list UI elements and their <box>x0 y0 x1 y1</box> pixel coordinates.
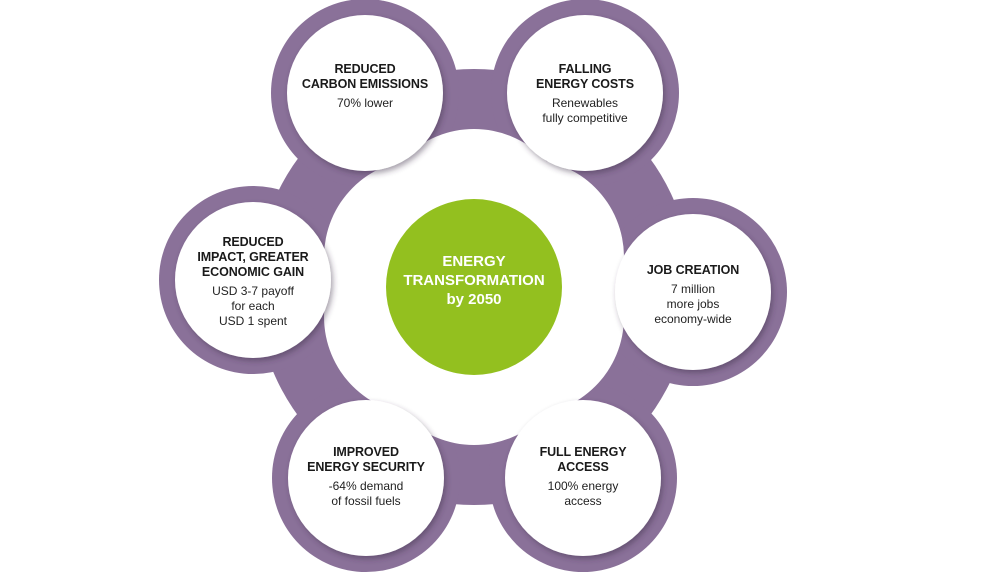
node-description: 70% lower <box>336 96 394 110</box>
node-circle-job-creation <box>615 214 771 370</box>
node-circle-reduced-impact-greater-economic-gain <box>175 202 331 358</box>
node-description: 7 million more jobs economy-wide <box>654 282 732 326</box>
node-falling-energy-costs: FALLING ENERGY COSTS Renewables fully co… <box>510 62 660 126</box>
node-improved-energy-security: IMPROVED ENERGY SECURITY -64% demand of … <box>291 445 441 509</box>
node-reduced-impact-greater-economic-gain: REDUCED IMPACT, GREATER ECONOMIC GAIN US… <box>178 235 328 329</box>
node-description: -64% demand of fossil fuels <box>328 479 404 508</box>
node-reduced-carbon-emissions: REDUCED CARBON EMISSIONS 70% lower <box>290 62 440 111</box>
node-description: USD 3-7 payoff for each USD 1 spent <box>212 284 294 328</box>
node-title: FALLING ENERGY COSTS <box>536 62 634 91</box>
node-title: REDUCED IMPACT, GREATER ECONOMIC GAIN <box>197 235 309 279</box>
node-circle-improved-energy-security <box>288 400 444 556</box>
node-full-energy-access: FULL ENERGY ACCESS 100% energy access <box>508 445 658 509</box>
node-circle-falling-energy-costs <box>507 15 663 171</box>
node-description: 100% energy access <box>547 479 619 508</box>
node-circle-full-energy-access <box>505 400 661 556</box>
node-circles <box>175 15 771 556</box>
node-title: REDUCED CARBON EMISSIONS <box>301 62 429 91</box>
node-circle-reduced-carbon-emissions <box>287 15 443 171</box>
center-label: ENERGY TRANSFORMATION by 2050 <box>403 253 545 308</box>
center-circle <box>386 199 562 375</box>
node-description: Renewables fully competitive <box>542 96 628 125</box>
node-title: JOB CREATION <box>646 263 740 277</box>
node-job-creation: JOB CREATION 7 million more jobs economy… <box>618 263 768 327</box>
node-title: IMPROVED ENERGY SECURITY <box>307 445 425 474</box>
node-title: FULL ENERGY ACCESS <box>539 445 627 474</box>
